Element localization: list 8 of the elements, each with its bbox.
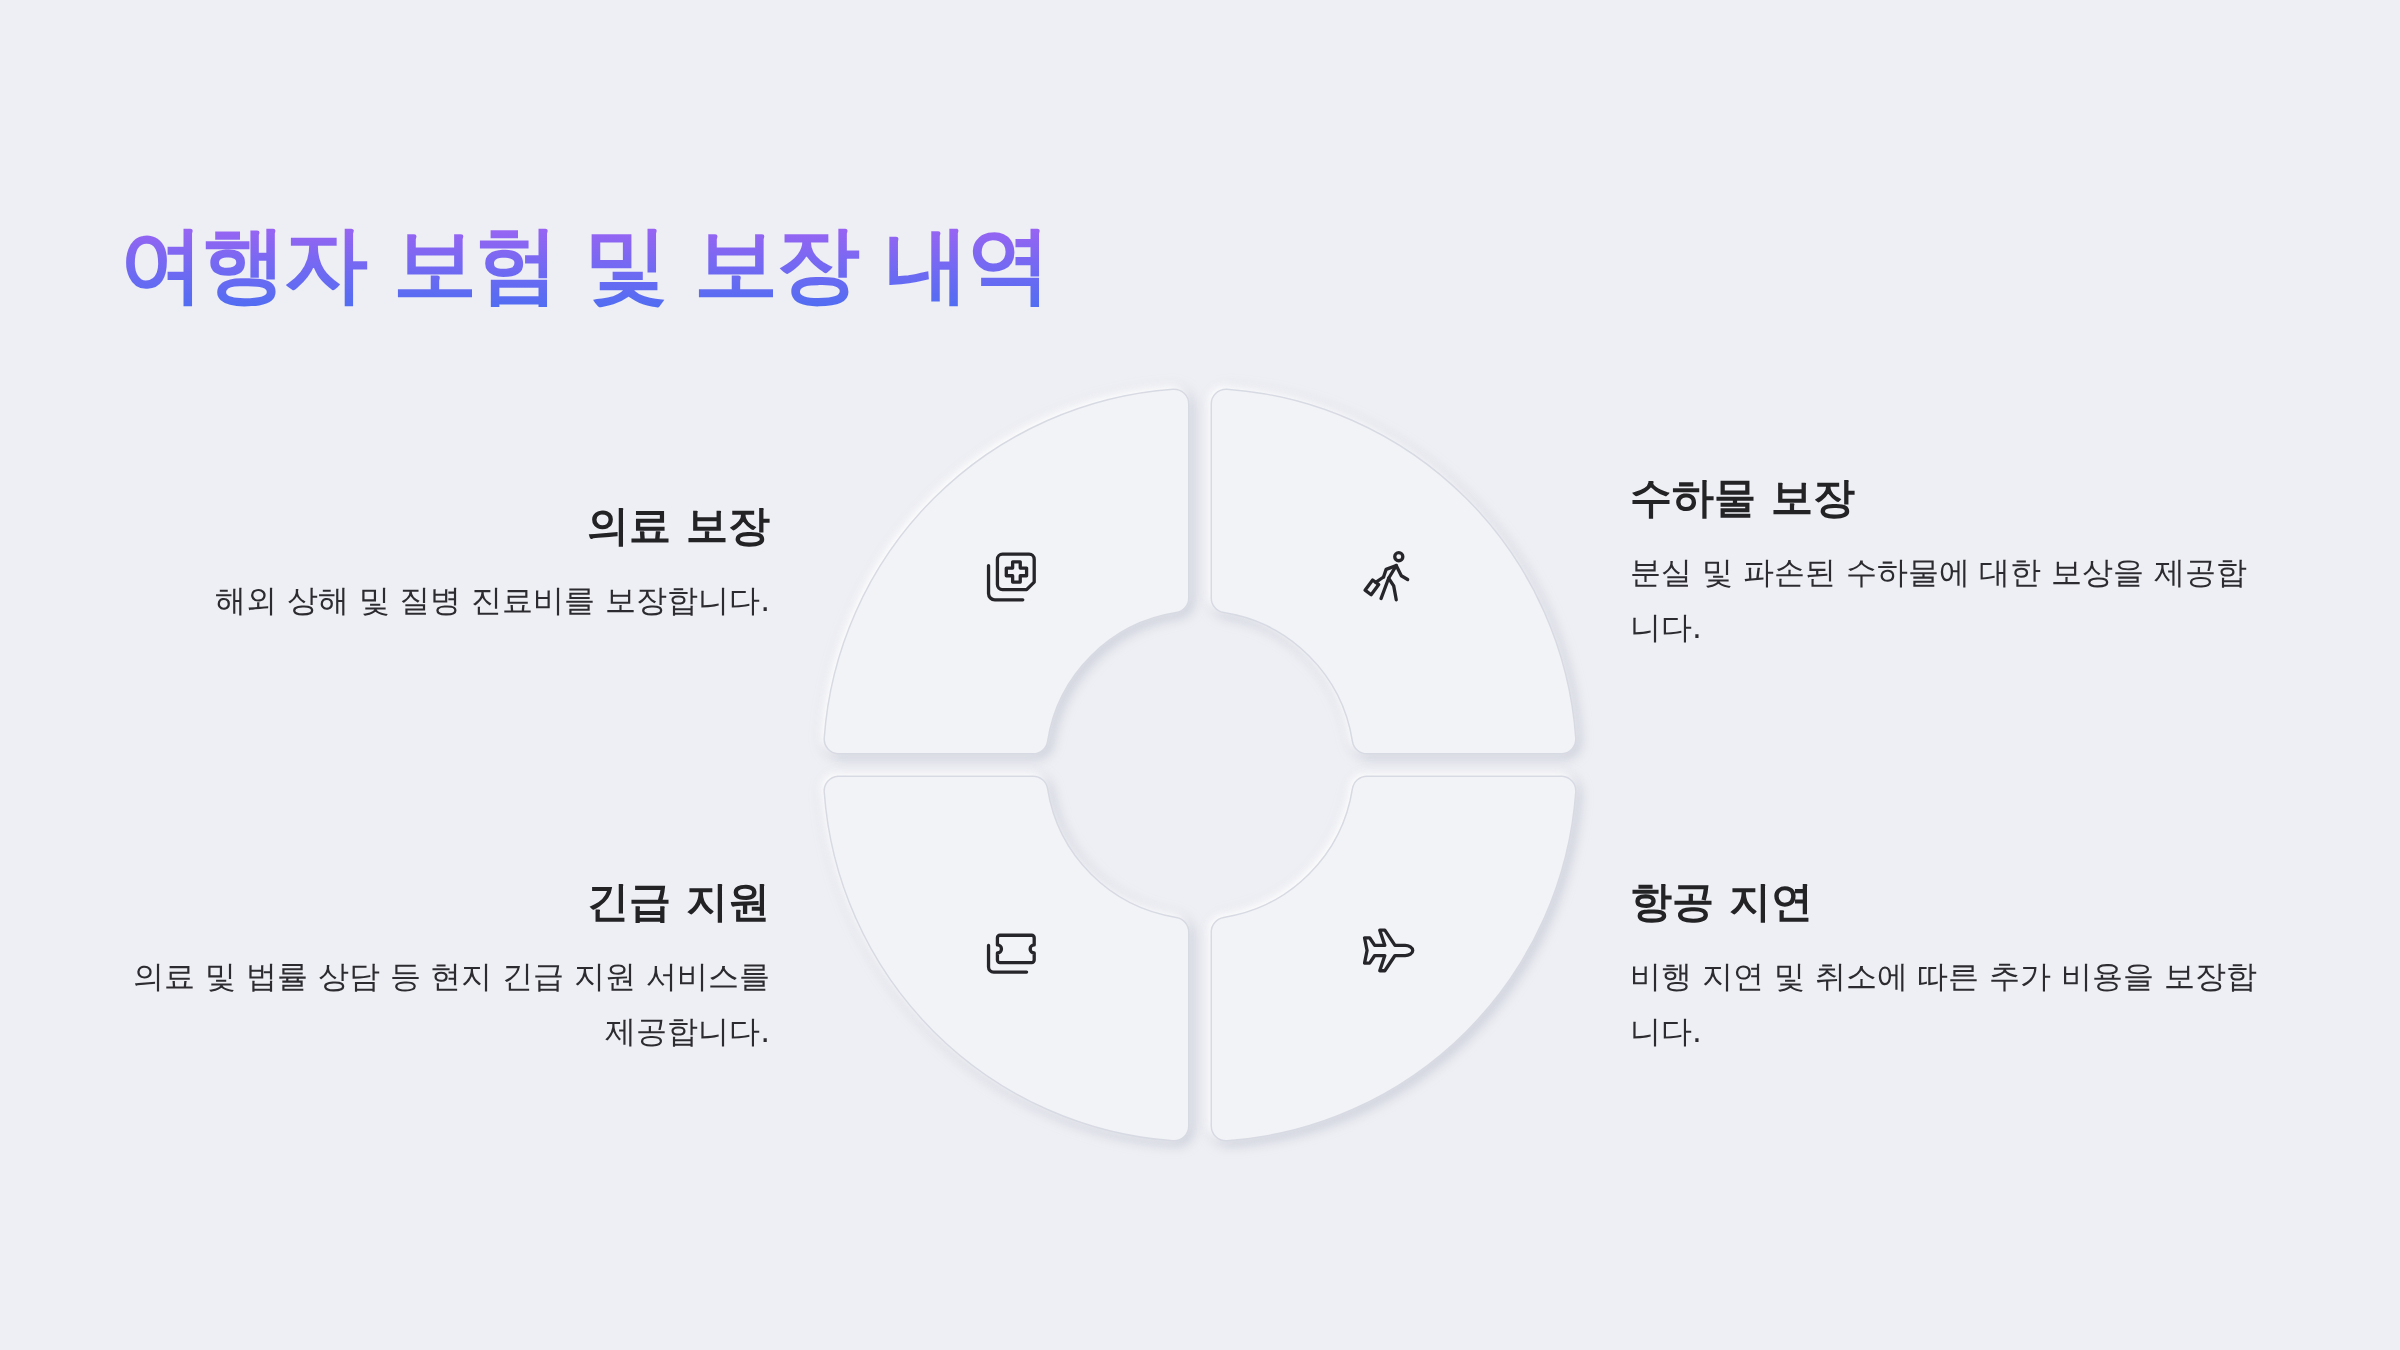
- section-heading: 항공 지연: [1630, 876, 1814, 928]
- description-text: 비행 지연 및 취소에 따른 추가 비용을 보장합니다.: [1630, 957, 2258, 1051]
- description-text: 의료 및 법률 상담 등 현지 긴급 지원 서비스를 제공합니다.: [132, 957, 770, 1051]
- section-heading: 의료 보장: [586, 500, 770, 552]
- description-text: 분실 및 파손된 수하물에 대한 보상을 제공합니다.: [1630, 553, 2249, 647]
- section-heading: 수하물 보장: [1630, 472, 1856, 524]
- section-heading: 긴급 지원: [586, 876, 770, 928]
- description-text: 해외 상해 및 질병 진료비를 보장합니다.: [213, 581, 770, 620]
